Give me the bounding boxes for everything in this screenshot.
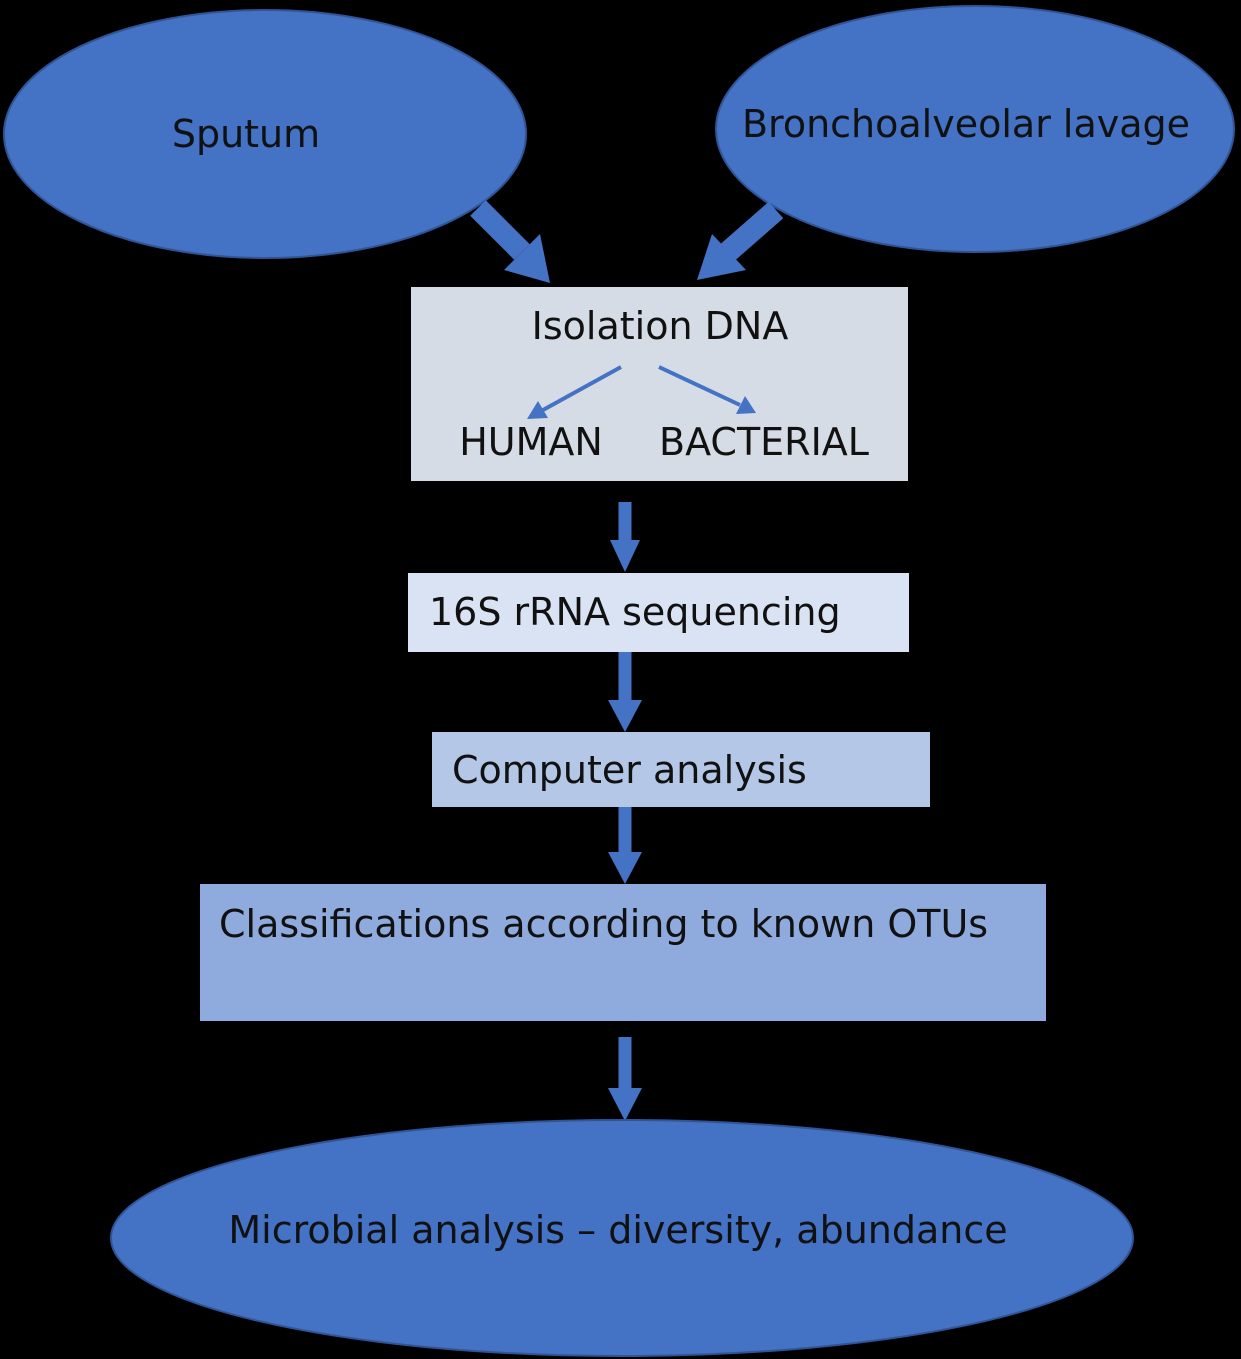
- arrow-sputum-to-isolation: [470, 200, 550, 283]
- bal-label: Bronchoalveolar lavage: [742, 102, 1190, 146]
- arrow-sequencing-to-computer: [608, 652, 642, 732]
- arrow-isolation-to-sequencing: [610, 502, 640, 572]
- arrow-split-bacterial: [658, 365, 756, 414]
- arrow-classification-to-microbial: [608, 1037, 642, 1121]
- sputum-node: Sputum: [3, 9, 527, 259]
- isolation-box: [411, 287, 908, 481]
- isolation-node: Isolation DNA HUMAN BACTERIAL: [411, 287, 908, 481]
- arrow-bal-to-isolation: [697, 201, 784, 280]
- arrow-computer-to-classification: [608, 807, 642, 884]
- microbial-ellipse: [110, 1119, 1134, 1357]
- microbial-label: Microbial analysis – diversity, abundanc…: [228, 1208, 1007, 1252]
- sequencing-node: 16S rRNA sequencing: [408, 573, 909, 652]
- sequencing-label: 16S rRNA sequencing: [429, 590, 841, 634]
- classification-box: [200, 884, 1046, 1021]
- bal-node: Bronchoalveolar lavage: [715, 5, 1235, 253]
- sequencing-box: [408, 573, 909, 652]
- microbial-node: Microbial analysis – diversity, abundanc…: [110, 1119, 1134, 1357]
- bal-ellipse: [715, 5, 1235, 253]
- human-label: HUMAN: [459, 420, 603, 464]
- classification-node: Classifications according to known OTUs: [200, 884, 1046, 1021]
- isolation-label: Isolation DNA: [532, 304, 789, 348]
- arrow-split-human: [527, 365, 622, 419]
- sputum-label: Sputum: [172, 112, 320, 156]
- bacterial-label: BACTERIAL: [659, 420, 869, 464]
- computer-node: Computer analysis: [432, 732, 930, 807]
- sputum-ellipse: [3, 9, 527, 259]
- computer-label: Computer analysis: [452, 748, 807, 792]
- computer-box: [432, 732, 930, 807]
- classification-label: Classifications according to known OTUs: [219, 902, 988, 946]
